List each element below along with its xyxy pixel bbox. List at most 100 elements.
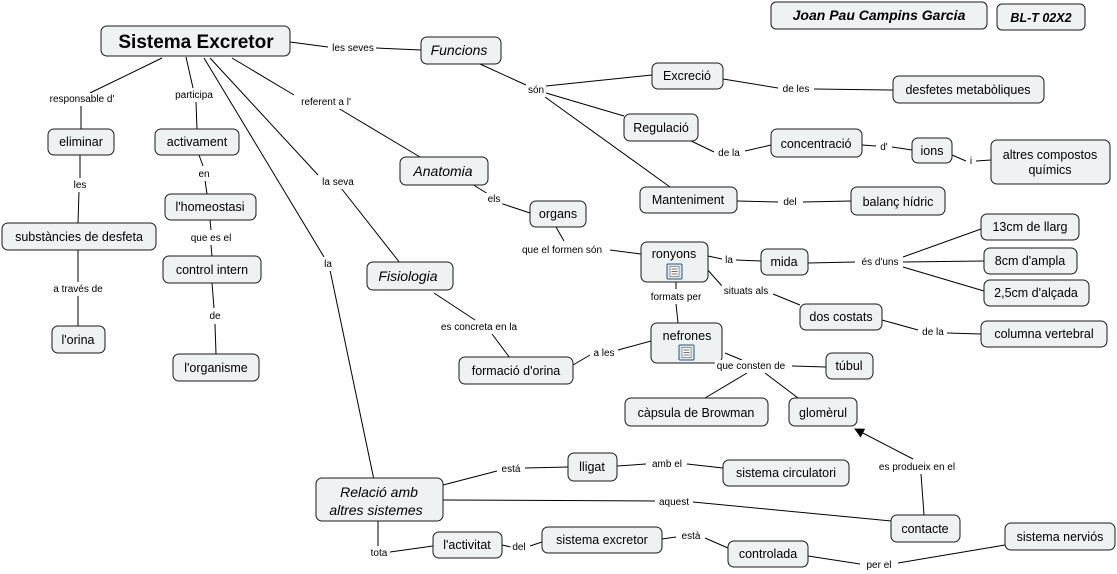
node-formacio[interactable]: formació d'orina (458, 356, 574, 385)
node-label: ronyons (652, 247, 696, 261)
node-columna[interactable]: columna vertebral (980, 320, 1108, 348)
node-mida[interactable]: mida (760, 248, 809, 276)
linking-phrase: les (74, 180, 87, 191)
node-balanc[interactable]: balanç hídric (850, 186, 946, 216)
node-label: l'organisme (184, 361, 248, 375)
node-regulacio[interactable]: Regulació (623, 113, 699, 142)
node-label: balanç hídric (863, 195, 934, 209)
linking-phrase: aquest (659, 497, 689, 508)
node-tubul[interactable]: túbul (825, 352, 874, 380)
code-box: BL-T 02X2 (996, 3, 1086, 31)
node-label: 13cm de llarg (992, 220, 1067, 234)
node-ions[interactable]: ions (911, 137, 953, 164)
linking-phrase: a les (593, 348, 614, 359)
node-label: Funcions (431, 42, 488, 58)
node-label-line1: Relació amb (340, 484, 418, 500)
linking-phrase: participa (175, 90, 213, 101)
node-sist-excretor[interactable]: sistema excretor (541, 526, 663, 554)
node-label: l'activitat (443, 538, 491, 552)
node-organisme[interactable]: l'organisme (172, 353, 260, 382)
node-label: Fisiologia (378, 268, 437, 284)
node-label: control intern (176, 263, 248, 277)
linking-phrase: responsable d' (50, 94, 115, 105)
node-eliminar[interactable]: eliminar (47, 128, 115, 156)
node-substancies[interactable]: substàncies de desfeta (1, 222, 157, 251)
linking-phrase: que consten de (717, 361, 786, 372)
document-icon[interactable] (666, 263, 683, 280)
linking-phrase: es concreta en la (441, 322, 518, 333)
node-label: eliminar (59, 135, 103, 149)
node-label: Excreció (663, 69, 711, 83)
node-ronyons[interactable]: ronyons (640, 241, 709, 283)
linking-phrase: de la (922, 327, 944, 338)
node-homeostasi[interactable]: l'homeostasi (164, 193, 257, 221)
node-label: controlada (739, 547, 797, 561)
node-concentracio[interactable]: concentració (770, 128, 863, 158)
node-label: mida (770, 255, 797, 269)
node-fisiologia[interactable]: Fisiologia (366, 261, 454, 291)
node-orina[interactable]: l'orina (51, 325, 106, 354)
node-label: organs (539, 207, 577, 221)
node-activitat[interactable]: l'activitat (432, 531, 503, 559)
node-control-intern[interactable]: control intern (162, 255, 262, 284)
node-glomerul[interactable]: glomèrul (788, 397, 858, 427)
node-label: túbul (835, 359, 862, 373)
linking-phrase: es produeix en el (879, 462, 955, 473)
node-label: formació d'orina (472, 364, 561, 378)
node-contacte[interactable]: contacte (890, 514, 961, 543)
node-label-line2: altres sistemes (329, 502, 422, 518)
node-controlada[interactable]: controlada (727, 540, 809, 568)
node-organs[interactable]: organs (529, 200, 587, 228)
node-label: Regulació (633, 121, 689, 135)
node-funcions[interactable]: Funcions (420, 36, 502, 65)
node-label: sistema excretor (556, 533, 648, 547)
node-label: activament (167, 135, 228, 149)
node-activament[interactable]: activament (154, 128, 240, 156)
linking-phrase: que el formen són (522, 245, 602, 256)
linking-phrase: formats per (651, 292, 702, 303)
node-sistema-excretor[interactable]: Sistema Excretor (100, 25, 291, 57)
node-llarg[interactable]: 13cm de llarg (980, 213, 1080, 241)
node-capsula[interactable]: càpsula de Browman (624, 397, 769, 427)
node-dos-costats[interactable]: dos costats (799, 303, 883, 331)
node-anatomia[interactable]: Anatomia (399, 156, 489, 186)
node-ampla[interactable]: 8cm d'ampla (983, 247, 1078, 275)
node-nefrones[interactable]: nefrones (650, 322, 723, 364)
node-label: concentració (781, 137, 852, 151)
node-alcada[interactable]: 2,5cm d'alçada (983, 279, 1090, 307)
linking-phrase: a través de (53, 284, 103, 295)
node-lligat[interactable]: lligat (567, 452, 618, 482)
document-icon[interactable] (678, 344, 695, 361)
linking-phrase: la (725, 255, 733, 266)
node-label: ions (921, 144, 944, 158)
node-label-line2: químics (1028, 163, 1071, 177)
linking-phrase: la seva (322, 177, 354, 188)
node-label: Manteniment (652, 193, 725, 207)
linking-phrase: està (682, 531, 701, 542)
linking-phrase: són (528, 85, 544, 96)
node-label: lligat (579, 460, 605, 474)
node-label-line1: altres compostos (1003, 148, 1097, 162)
node-label: substàncies de desfeta (15, 230, 143, 244)
node-nervios[interactable]: sistema nerviós (1004, 522, 1116, 551)
linking-phrase: de les (783, 84, 810, 95)
node-excrecio[interactable]: Excreció (651, 62, 724, 90)
code-label: BL-T 02X2 (1010, 11, 1071, 25)
node-desfetes[interactable]: desfetes metabòliques (892, 75, 1045, 104)
linking-phrase: les seves (332, 43, 374, 54)
node-manteniment[interactable]: Manteniment (639, 186, 738, 214)
node-circulatori[interactable]: sistema circulatori (722, 459, 850, 487)
author-box: Joan Pau Campins Garcia (770, 1, 988, 30)
linking-phrase: i (970, 156, 972, 167)
node-label: contacte (901, 522, 948, 536)
node-altres-compostos[interactable]: altres compostos químics (990, 139, 1111, 185)
node-relacio[interactable]: Relació amb altres sistemes (315, 477, 444, 522)
linking-phrase: els (488, 194, 501, 205)
connector-lines (77, 41, 1006, 565)
linking-phrase: d' (880, 142, 888, 153)
linking-phrase: del (783, 197, 796, 208)
linking-phrases: les seves són de les de la d' i del resp… (47, 42, 975, 572)
linking-phrase: en (198, 169, 209, 180)
linking-phrase: está (502, 464, 521, 475)
